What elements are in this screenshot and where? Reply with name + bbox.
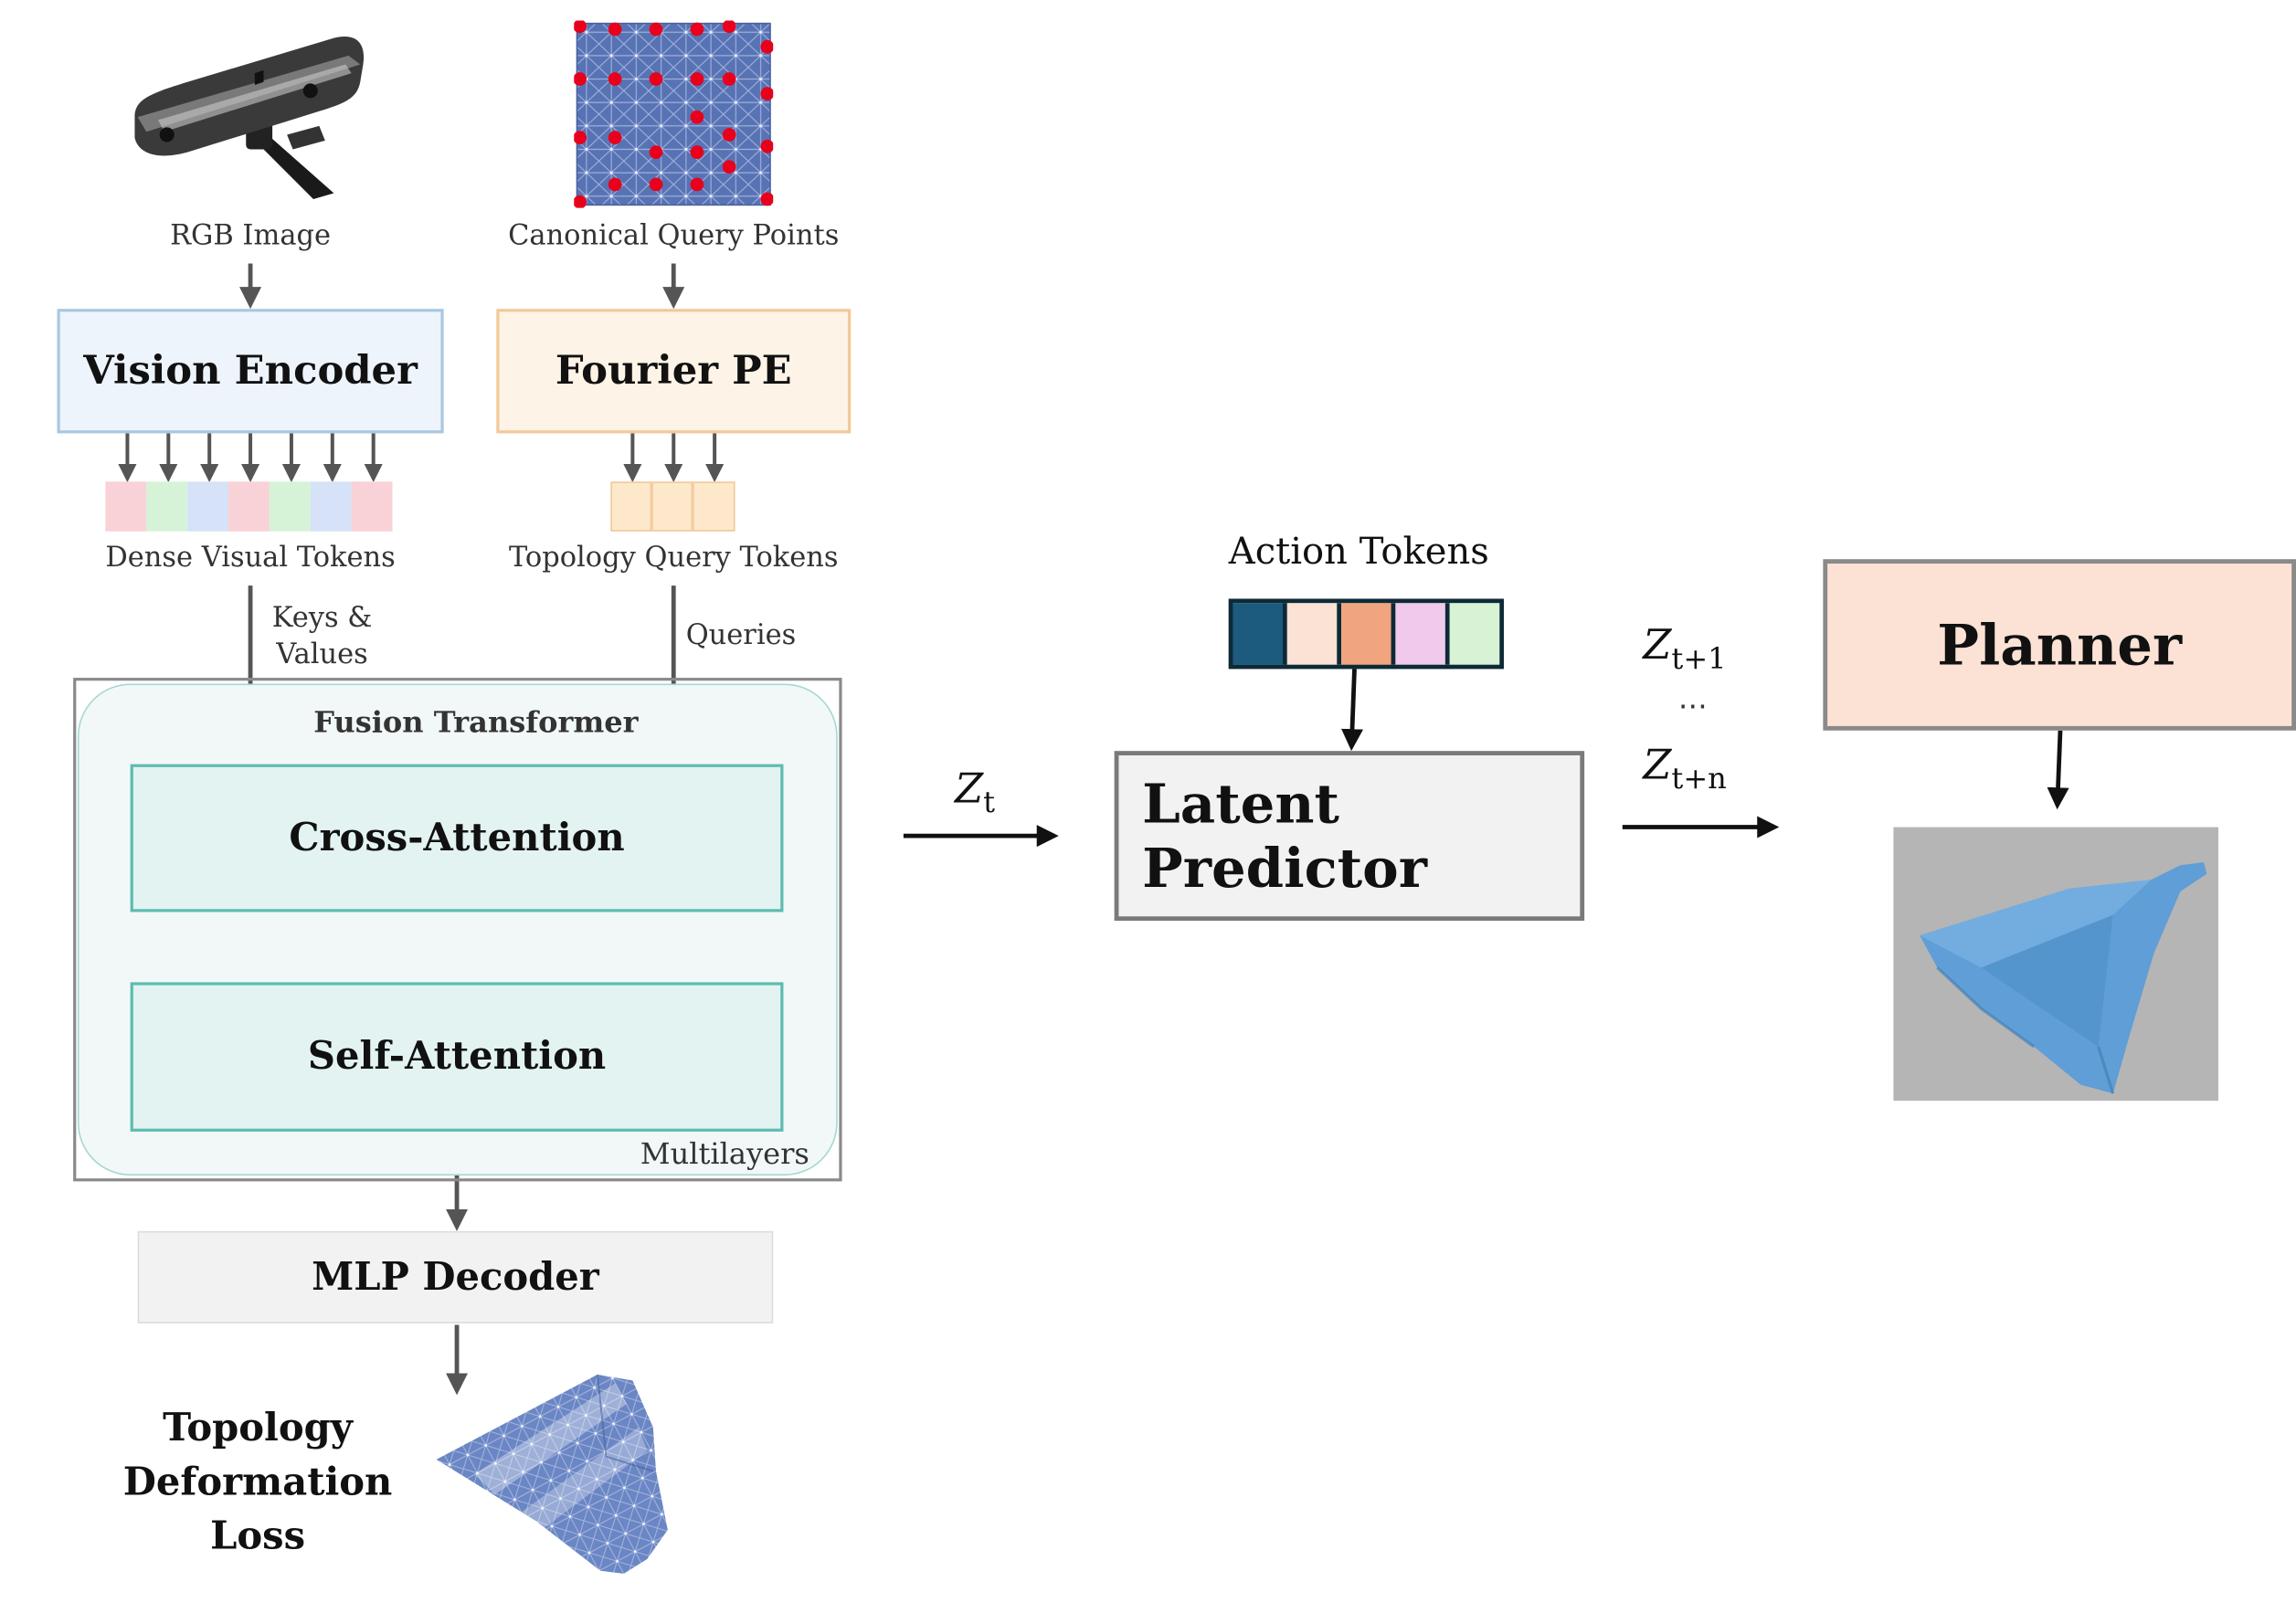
query-point — [722, 72, 736, 86]
keys-values-line2: Values — [276, 638, 368, 671]
query-token — [693, 481, 735, 532]
topology-deformation-loss: Topology Deformation Loss — [117, 1402, 398, 1565]
query-point — [574, 131, 587, 145]
query-point — [649, 177, 663, 192]
action-tokens — [1228, 598, 1504, 670]
visual-token-arrows — [118, 433, 383, 483]
cross-attention-label: Cross-Attention — [289, 816, 625, 860]
queries-label: Queries — [685, 618, 797, 652]
query-point — [608, 177, 622, 192]
query-points — [574, 20, 774, 208]
query-point — [690, 110, 704, 124]
keys-values-line1: Keys & — [271, 601, 373, 634]
mesh-grid-icon — [574, 20, 774, 208]
action-token — [1341, 603, 1396, 665]
query-point — [760, 139, 774, 153]
rgb-image-label: RGB Image — [170, 219, 332, 252]
planner-block: Planner — [1823, 559, 2296, 731]
query-point — [760, 39, 774, 54]
query-point — [649, 72, 663, 86]
self-attention-block: Self-Attention — [130, 982, 784, 1132]
mlp-decoder-label: MLP Decoder — [312, 1255, 599, 1300]
action-token — [1395, 603, 1450, 665]
visual-token — [310, 481, 352, 532]
query-point — [760, 87, 774, 100]
topology-query-tokens-label: Topology Query Tokens — [508, 541, 839, 575]
query-point — [574, 72, 587, 86]
cloth-icon — [1893, 827, 2219, 1102]
visual-token — [269, 481, 311, 532]
deformed-mesh-icon — [436, 1374, 668, 1574]
z-t1-sub: t+1 — [1671, 640, 1727, 676]
query-token — [651, 481, 693, 532]
fourier-pe-block: Fourier PE — [496, 309, 852, 434]
z-t1-label: Zt+1 — [1643, 621, 1726, 676]
depth-camera-icon — [134, 37, 365, 199]
action-token — [1449, 603, 1500, 665]
action-tokens-label: Action Tokens — [1228, 530, 1489, 573]
query-point — [649, 145, 663, 160]
planner-label: Planner — [1937, 611, 2183, 679]
prediction-ellipsis: … — [1677, 680, 1708, 716]
query-point — [574, 195, 587, 208]
fusion-transformer-frame — [73, 678, 842, 1182]
query-token — [610, 481, 652, 532]
z-tn-sub: t+n — [1671, 760, 1727, 796]
arrow-planner-to-cloth — [2047, 730, 2069, 810]
visual-token — [187, 481, 229, 532]
dense-visual-tokens-label: Dense Visual Tokens — [105, 541, 396, 575]
visual-token — [351, 481, 393, 532]
topology-query-tokens — [610, 481, 735, 533]
query-point — [722, 128, 736, 142]
cross-attention-block: Cross-Attention — [130, 764, 784, 912]
arrow-actions-to-predictor — [1341, 669, 1364, 752]
self-attention-label: Self-Attention — [307, 1035, 607, 1080]
query-point — [608, 22, 622, 37]
query-points-label: Canonical Query Points — [508, 219, 840, 252]
query-point — [608, 131, 622, 145]
query-point — [649, 22, 663, 37]
dense-visual-tokens — [105, 481, 393, 533]
latent-predictor-block: Latent Predictor — [1114, 751, 1585, 922]
loss-line1: Topology — [163, 1407, 354, 1451]
action-token — [1286, 603, 1342, 665]
query-point — [690, 72, 704, 86]
vision-encoder-label: Vision Encoder — [83, 348, 418, 395]
query-point — [690, 145, 704, 160]
query-point — [760, 192, 774, 206]
query-point — [722, 20, 736, 34]
z-t-sub: t — [983, 784, 996, 819]
fusion-transformer-title: Fusion Transformer — [313, 703, 639, 740]
visual-token — [146, 481, 188, 532]
visual-token — [228, 481, 270, 532]
visual-token — [105, 481, 147, 532]
z-tn-label: Zt+n — [1643, 741, 1727, 796]
query-point — [690, 22, 704, 37]
query-point — [574, 20, 587, 34]
z-tn-base: Z — [1643, 740, 1672, 789]
z-t1-base: Z — [1643, 620, 1672, 670]
latent-predictor-label: Latent Predictor — [1142, 771, 1427, 901]
fourier-pe-label: Fourier PE — [555, 348, 792, 395]
vision-encoder-block: Vision Encoder — [57, 309, 444, 434]
z-t-label: Zt — [955, 765, 995, 819]
query-point — [690, 177, 704, 192]
query-point — [608, 72, 622, 86]
z-t-base: Z — [954, 764, 984, 813]
loss-line3: Loss — [210, 1514, 306, 1559]
mlp-decoder-block: MLP Decoder — [137, 1230, 774, 1324]
action-token — [1233, 603, 1287, 665]
keys-values-label: Keys & Values — [263, 600, 380, 673]
query-point — [722, 160, 736, 174]
loss-line2: Deformation — [122, 1461, 393, 1505]
query-token-arrows — [623, 433, 725, 483]
multilayers-label: Multilayers — [640, 1135, 809, 1172]
